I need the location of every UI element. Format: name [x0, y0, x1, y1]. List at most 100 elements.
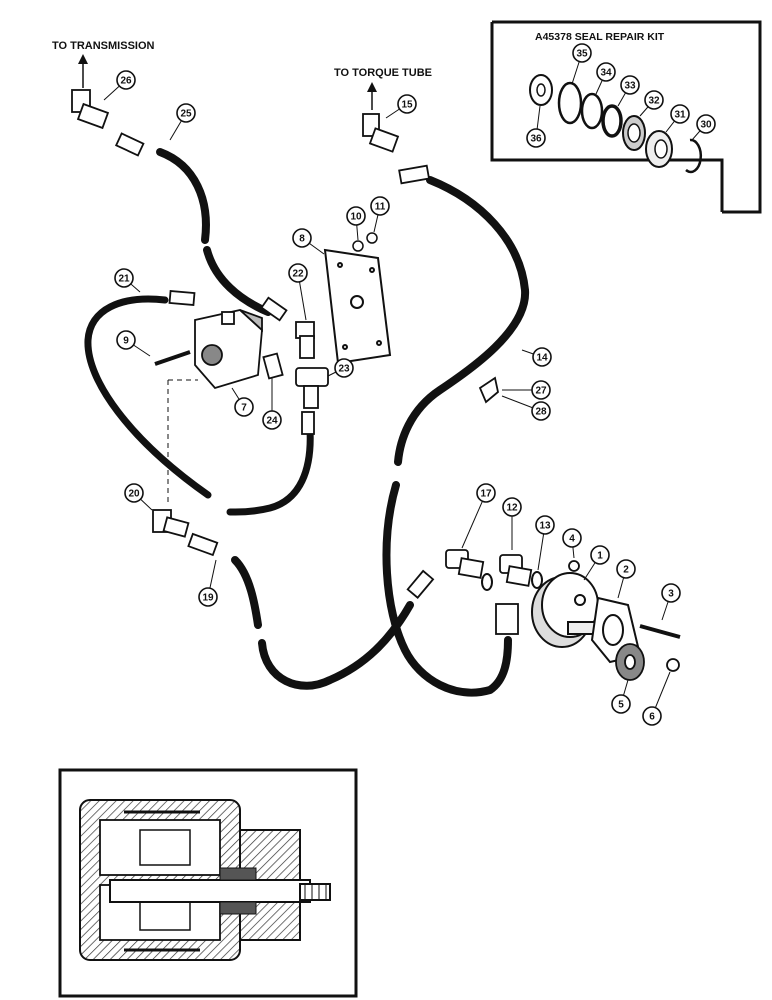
callout-12: 12 [502, 497, 522, 550]
callout-number: 22 [292, 269, 304, 280]
callout-number: 27 [535, 386, 547, 397]
callout-33: 33 [617, 75, 640, 107]
pump-cross-section-inset [58, 768, 358, 998]
callout-number: 3 [668, 589, 674, 600]
callout-15: 15 [385, 94, 417, 119]
to-transmission-label: TO TRANSMISSION [52, 40, 155, 52]
callout-9: 9 [116, 330, 151, 357]
nut-part-6 [666, 658, 680, 672]
backup-ring-part-33 [601, 104, 623, 138]
callout-10: 10 [346, 206, 366, 241]
callout-number: 15 [401, 100, 413, 111]
callout-number: 10 [350, 212, 362, 223]
elbow-fitting-17 [445, 549, 485, 579]
callout-number: 9 [123, 336, 129, 347]
callout-35: 35 [571, 43, 592, 85]
callout-number: 34 [600, 68, 612, 79]
plate-part-8 [323, 248, 392, 365]
callout-7: 7 [231, 387, 254, 417]
callout-number: 2 [623, 565, 629, 576]
seal-repair-kit-panel: A45378 SEAL REPAIR KIT [490, 20, 762, 214]
gear-part-5 [615, 643, 645, 681]
callout-19: 19 [198, 559, 218, 607]
callout-30: 30 [691, 114, 716, 141]
callout-20: 20 [124, 483, 153, 511]
callout-1: 1 [583, 545, 610, 581]
washer-part-10 [352, 240, 364, 252]
callout-number: 28 [535, 407, 547, 418]
elbow-fitting-15 [362, 113, 400, 153]
callout-number: 1 [597, 551, 603, 562]
callout-21: 21 [114, 268, 141, 293]
callout-number: 35 [576, 49, 588, 60]
bolt-part-9 [154, 350, 191, 366]
hose-fittings [114, 132, 519, 635]
nut-part-4 [568, 560, 580, 572]
nut-part-11 [366, 232, 378, 244]
callout-number: 26 [120, 76, 132, 87]
callout-number: 17 [480, 489, 492, 500]
callout-number: 36 [530, 134, 542, 145]
callout-17: 17 [461, 483, 496, 549]
callout-14: 14 [521, 347, 552, 367]
clip-part-27 [478, 376, 499, 404]
pump-part-1 [531, 572, 599, 648]
callout-number: 12 [506, 503, 518, 514]
callout-3: 3 [661, 583, 681, 621]
elbow-fitting-26 [71, 89, 110, 130]
elbow-fitting-20 [152, 509, 190, 538]
callout-number: 5 [618, 700, 624, 711]
callout-11: 11 [370, 196, 390, 233]
callout-25: 25 [169, 103, 196, 141]
callout-number: 20 [128, 489, 140, 500]
callout-number: 24 [266, 416, 278, 427]
callout-number: 32 [648, 96, 660, 107]
valve-part-7 [194, 309, 263, 390]
elbow-fitting-12 [499, 554, 533, 587]
arrow-up-icon [367, 82, 377, 110]
callout-13: 13 [535, 515, 555, 571]
callout-number: 6 [649, 712, 655, 723]
callout-5: 5 [611, 679, 631, 714]
callout-36: 36 [526, 105, 546, 148]
callout-number: 21 [118, 274, 130, 285]
callout-2: 2 [616, 559, 636, 599]
callout-4: 4 [562, 528, 582, 559]
callout-22: 22 [288, 263, 308, 321]
callout-28: 28 [501, 395, 551, 421]
callout-number: 13 [539, 521, 551, 532]
callout-number: 31 [674, 110, 686, 121]
callout-32: 32 [639, 90, 664, 117]
o-ring-part-35 [557, 81, 583, 125]
callout-number: 30 [700, 120, 712, 131]
fitting-24 [262, 352, 284, 380]
bolt-part-3 [639, 624, 681, 639]
callout-31: 31 [665, 104, 690, 133]
tee-fitting-23 [295, 367, 329, 409]
callout-8: 8 [292, 228, 325, 255]
callout-number: 11 [375, 202, 386, 213]
callout-number: 7 [241, 403, 247, 414]
snap-ring-part-30 [685, 138, 703, 174]
callout-number: 14 [536, 353, 548, 364]
callout-number: 8 [299, 234, 305, 245]
o-ring-part-34 [580, 92, 604, 130]
callout-number: 25 [180, 109, 192, 120]
seal-kit-title: A45378 SEAL REPAIR KIT [535, 31, 665, 43]
callout-number: 33 [624, 81, 636, 92]
callout-26: 26 [103, 70, 136, 101]
hoses [84, 148, 530, 697]
callout-24: 24 [262, 378, 282, 430]
callout-number: 4 [569, 534, 575, 545]
o-ring-part-13 [531, 571, 543, 589]
callout-number: 23 [338, 364, 350, 375]
callout-23: 23 [327, 358, 354, 378]
callout-27: 27 [502, 380, 551, 400]
arrow-up-icon [78, 54, 88, 88]
callout-34: 34 [595, 62, 616, 95]
callout-number: 19 [202, 593, 214, 604]
elbow-fitting-22 [295, 321, 315, 359]
o-ring-part-17 [481, 573, 493, 591]
